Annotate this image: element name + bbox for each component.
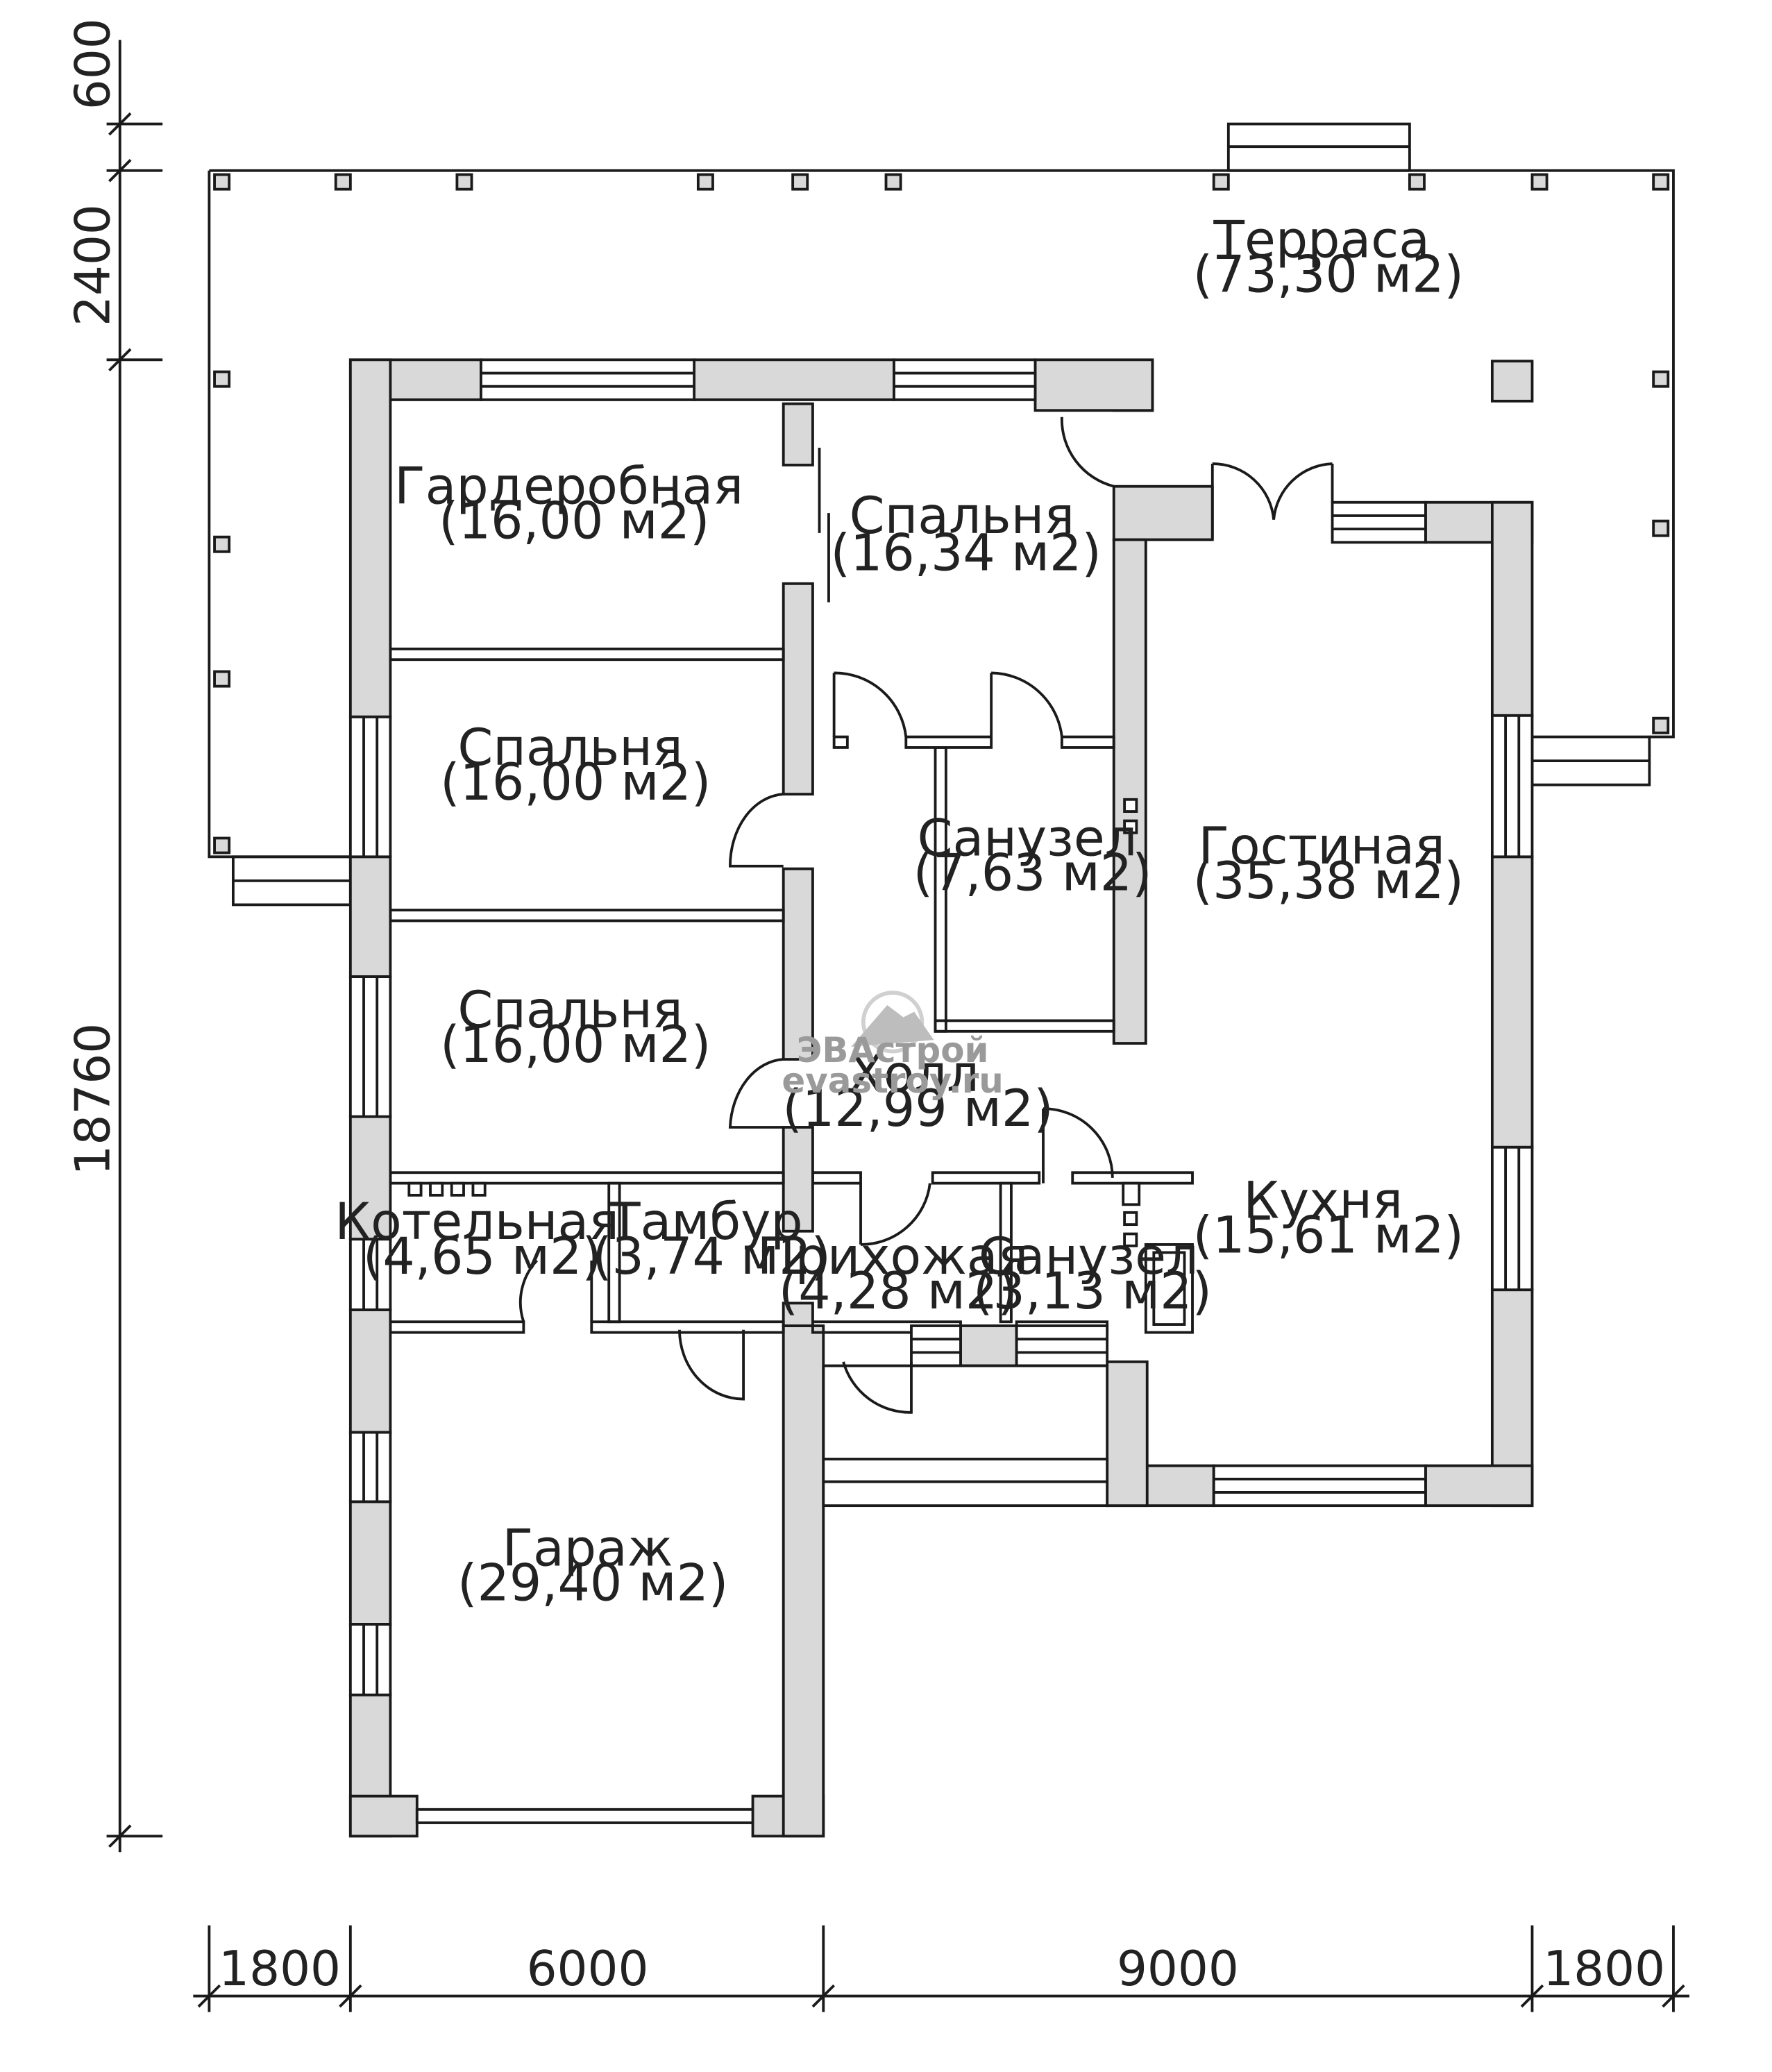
dimension-lines	[106, 40, 1689, 2012]
room-name-wardrobe: Гардеробная	[394, 457, 743, 516]
dim-h-9000: 9000	[1117, 1942, 1239, 1997]
watermark-site: evastroy.ru	[782, 1061, 1003, 1101]
dim-h-1800-left: 1800	[219, 1942, 341, 1997]
room-name-bedroom3: Спальня	[457, 981, 682, 1040]
room-area-kitchen: (15,61 м2)	[1193, 1206, 1464, 1265]
room-name-terrace: Терраса	[1213, 211, 1430, 270]
room-name-bathroom1: Санузел	[918, 809, 1138, 868]
room-area-living: (35,38 м2)	[1193, 852, 1464, 911]
room-area-bedroom2: (16,00 м2)	[440, 753, 711, 812]
dim-v-2400: 2400	[65, 204, 121, 326]
dim-v-600: 600	[65, 18, 121, 110]
room-area-terrace: (73,30 м2)	[1193, 245, 1464, 304]
room-area-bedroom1: (16,34 м2)	[831, 524, 1102, 583]
room-area-entrance: (4,28 м2)	[779, 1262, 1018, 1321]
room-area-bedroom3: (16,00 м2)	[440, 1016, 711, 1075]
room-area-bathroom2: (3,13 м2)	[973, 1262, 1212, 1321]
room-name-living: Гостиная	[1199, 817, 1445, 876]
room-name-kitchen: Кухня	[1243, 1172, 1403, 1231]
room-name-bedroom2: Спальня	[457, 718, 682, 777]
room-labels: Терраса (73,30 м2) Гардеробная (16,00 м2…	[335, 211, 1464, 1613]
vestibule-extension	[822, 1364, 1108, 1459]
dim-h-1800-right: 1800	[1543, 1942, 1665, 1997]
room-area-garage: (29,40 м2)	[457, 1553, 728, 1612]
dim-v-18760: 18760	[65, 1023, 121, 1176]
watermark-brand: ЭВАстрой	[797, 1030, 989, 1070]
terrace-posts	[213, 173, 1670, 854]
room-name-vestibule: Тамбур	[609, 1193, 803, 1252]
room-name-entrance: Прихожая	[757, 1227, 1029, 1286]
watermark: ЭВАстрой evastroy.ru	[782, 1030, 1003, 1101]
room-area-wardrobe: (16,00 м2)	[439, 492, 709, 551]
room-name-garage: Гараж	[503, 1519, 673, 1578]
plan-graphics	[106, 40, 1689, 2012]
doors	[518, 416, 1334, 1414]
room-area-bathroom1: (7,63 м2)	[913, 843, 1152, 902]
room-area-boiler: (4,65 м2)	[363, 1227, 602, 1286]
outer-walls	[348, 358, 1534, 1838]
room-name-boiler: Котельная	[335, 1193, 619, 1252]
room-name-bathroom2: Санузел	[979, 1227, 1199, 1286]
room-name-bedroom1: Спальня	[850, 487, 1074, 546]
dimension-labels: 600 2400 18760 1800 6000 9000 1800	[65, 18, 1665, 1997]
house-logo-icon	[851, 991, 934, 1054]
interior-walls	[782, 402, 814, 1327]
room-area-hall: (12,99 м2)	[782, 1079, 1053, 1138]
vent-shafts	[407, 798, 1141, 1247]
room-name-hall: Холл	[849, 1045, 979, 1104]
windows	[348, 358, 1534, 1824]
room-area-vestibule: (3,74 м2)	[592, 1227, 831, 1286]
dim-h-6000: 6000	[527, 1942, 649, 1997]
